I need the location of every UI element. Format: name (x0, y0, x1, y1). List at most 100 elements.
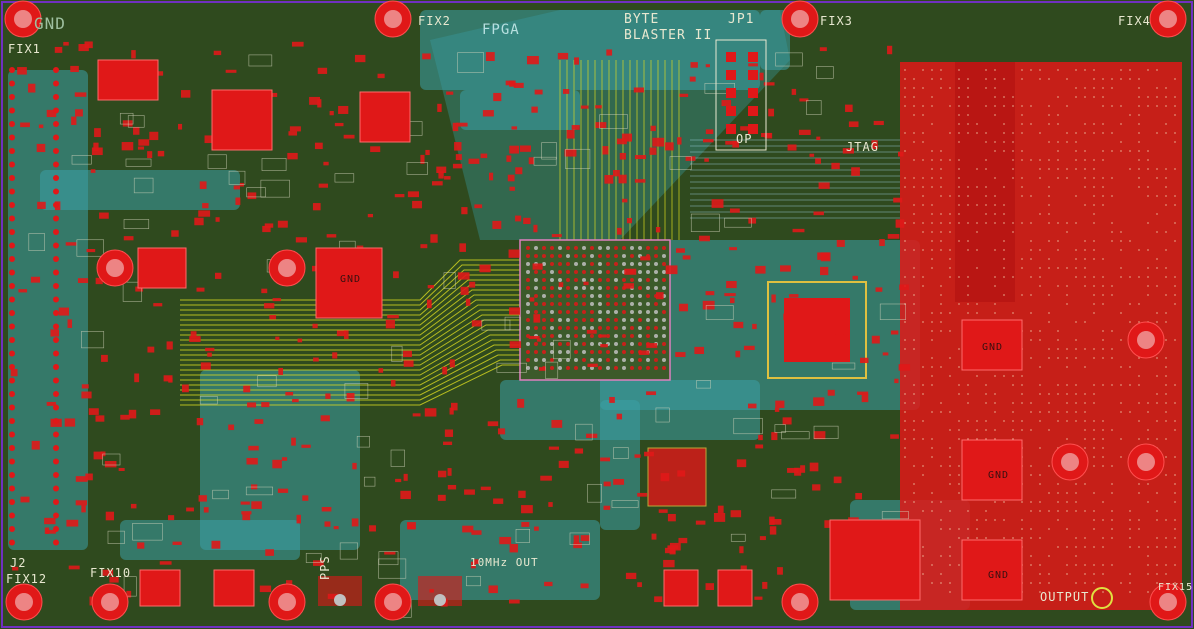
smd-pad (623, 283, 635, 289)
via-dot (913, 384, 915, 386)
bga-ball (526, 366, 530, 370)
via-dot (1102, 456, 1104, 458)
bga-ball (590, 358, 594, 362)
via-dot (1102, 501, 1104, 503)
via-dot (1093, 546, 1095, 548)
via-dot (1111, 519, 1113, 521)
component-outline (107, 530, 125, 544)
via-dot (1048, 510, 1050, 512)
via-dot (994, 213, 996, 215)
smd-pad (754, 596, 763, 600)
via-dot (1003, 150, 1005, 152)
bga-ball (534, 342, 538, 346)
via-dot (940, 195, 942, 197)
via-dot (994, 276, 996, 278)
smd-pad (875, 287, 883, 292)
bga-ball (630, 262, 634, 266)
smd-pad (313, 357, 319, 362)
via-dot (1174, 501, 1176, 503)
via-dot (967, 537, 969, 539)
via-dot (1174, 537, 1176, 539)
smd-pad (873, 120, 884, 126)
smd-pad (637, 582, 642, 588)
via-dot (922, 141, 924, 143)
smd-pad (606, 49, 613, 56)
via-dot (1057, 483, 1059, 485)
smd-pad (562, 89, 570, 94)
via-dot (1066, 492, 1068, 494)
via-dot (967, 105, 969, 107)
via-dot (1075, 546, 1077, 548)
smd-pad (172, 541, 182, 545)
smd-pad (312, 323, 318, 329)
via-dot (1048, 411, 1050, 413)
via-dot (1075, 564, 1077, 566)
smd-pad (346, 393, 355, 402)
signal-trace (180, 364, 520, 406)
connector-pin (53, 445, 59, 451)
smd-pad (455, 154, 462, 161)
via-dot (1129, 78, 1131, 80)
via-dot (976, 168, 978, 170)
component-outline (28, 233, 45, 251)
smd-pad (726, 280, 737, 289)
via-dot (1003, 186, 1005, 188)
component-outline (733, 417, 763, 435)
via-dot (1057, 339, 1059, 341)
via-dot (976, 303, 978, 305)
bga-ball (574, 342, 578, 346)
via-dot (1093, 357, 1095, 359)
component-outline (541, 142, 557, 160)
smd-pad (309, 96, 320, 105)
smd-pad (626, 217, 632, 224)
smd-pad (449, 359, 455, 368)
connector-pin (53, 175, 59, 181)
smd-pad (18, 289, 28, 293)
op-label: OP (736, 132, 753, 146)
via-dot (1129, 573, 1131, 575)
smd-pad (736, 459, 747, 468)
smd-pad (595, 122, 607, 129)
via-dot (931, 177, 933, 179)
smd-pad (529, 297, 535, 302)
smd-pad (871, 335, 880, 344)
via-dot (940, 78, 942, 80)
bga-ball (662, 342, 666, 346)
mounting-hole-drill (1137, 331, 1155, 349)
smd-pad (536, 338, 541, 342)
connector-pin (9, 472, 15, 478)
via-dot (1066, 438, 1068, 440)
via-dot (1048, 141, 1050, 143)
via-dot (1138, 168, 1140, 170)
bga-ball (662, 318, 666, 322)
gnd-pad-right1-label: GND (982, 342, 1004, 353)
via-dot (931, 375, 933, 377)
bottom-copper-region (120, 520, 300, 560)
smd-pad (729, 208, 740, 213)
via-dot (931, 564, 933, 566)
bga-ball (654, 278, 658, 282)
via-dot (985, 87, 987, 89)
via-dot (1156, 519, 1158, 521)
bga-ball (574, 358, 578, 362)
bga-ball (590, 254, 594, 258)
smd-pad (12, 566, 19, 571)
smd-pad (600, 344, 608, 348)
smd-pad (564, 149, 577, 157)
smd-pad (457, 272, 470, 280)
smd-pad (882, 352, 889, 356)
smd-pad (573, 535, 580, 545)
via-dot (985, 222, 987, 224)
via-dot (949, 231, 951, 233)
bga-ball (622, 350, 626, 354)
smd-pad (677, 137, 682, 145)
connector-pin (9, 364, 15, 370)
via-dot (1102, 87, 1104, 89)
bga-ball (598, 366, 602, 370)
smd-pad (695, 520, 706, 525)
smd-pad (764, 132, 773, 139)
jp1-pin (726, 124, 736, 134)
via-dot (1093, 87, 1095, 89)
via-dot (958, 132, 960, 134)
